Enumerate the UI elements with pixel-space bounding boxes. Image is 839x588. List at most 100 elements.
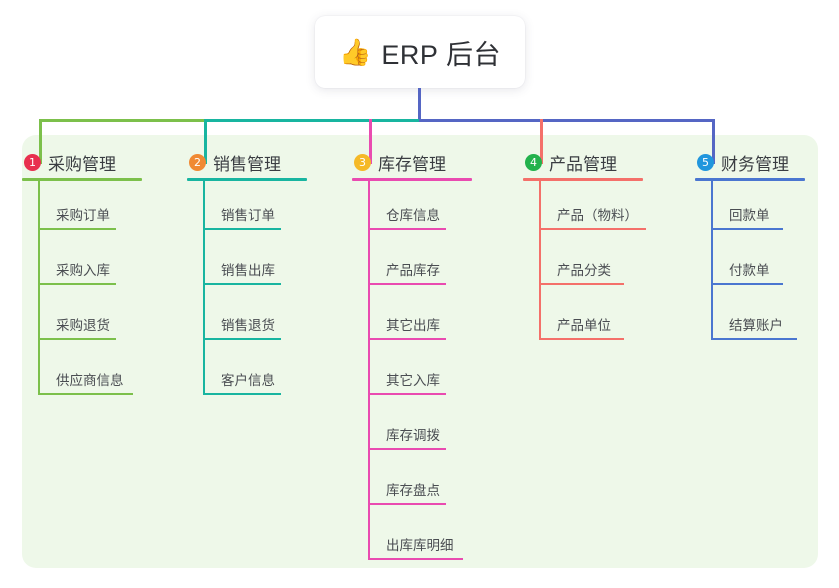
column-number-badge: 4 [525, 153, 542, 171]
column-spine [539, 181, 541, 340]
leaf-item-rule [38, 283, 116, 285]
leaf-item-rule [368, 503, 446, 505]
leaf-item-rule [368, 558, 463, 560]
leaf-item-label: 产品（物料） [557, 208, 638, 223]
leaf-item-label: 采购退货 [56, 318, 110, 333]
leaf-item[interactable]: 销售退货 [203, 306, 281, 340]
column-header-rule [22, 178, 142, 181]
leaf-item[interactable]: 仓库信息 [368, 196, 446, 230]
column-1: 1 采购管理采购订单采购入库采购退货供应商信息 [22, 147, 142, 395]
column-header-rule [352, 178, 472, 181]
leaf-item[interactable]: 产品（物料） [539, 196, 646, 230]
root-node[interactable]: 👍 ERP 后台 [315, 16, 525, 88]
root-stem-connector [417, 88, 421, 122]
column-5: 5 财务管理回款单付款单结算账户 [695, 147, 805, 340]
leaf-item-label: 库存调拨 [386, 428, 440, 443]
root-node-title: ERP 后台 [381, 39, 501, 70]
leaf-item[interactable]: 销售出库 [203, 251, 281, 285]
leaf-item[interactable]: 销售订单 [203, 196, 281, 230]
column-header-3[interactable]: 3 库存管理 [352, 147, 446, 177]
column-drop-connector-2 [203, 119, 207, 164]
leaf-item-rule [368, 393, 446, 395]
connector-bar-segment-1 [38, 119, 205, 122]
column-header-1[interactable]: 1 采购管理 [22, 147, 116, 177]
leaf-item-rule [539, 228, 646, 230]
leaf-item-label: 客户信息 [221, 373, 275, 388]
column-number-badge: 3 [354, 153, 371, 171]
column-drop-connector-1 [38, 119, 42, 164]
leaf-item-rule [203, 338, 281, 340]
leaf-item-label: 其它出库 [386, 318, 440, 333]
connector-bar-segment-3 [419, 119, 715, 122]
leaf-item[interactable]: 采购退货 [38, 306, 116, 340]
leaf-item-rule [368, 448, 446, 450]
leaf-item[interactable]: 结算账户 [711, 306, 797, 340]
leaf-item-rule [203, 228, 281, 230]
leaf-item-label: 销售出库 [221, 263, 275, 278]
content-panel [22, 135, 818, 568]
leaf-item-label: 产品库存 [386, 263, 440, 278]
leaf-item[interactable]: 客户信息 [203, 361, 281, 395]
leaf-item[interactable]: 采购订单 [38, 196, 116, 230]
column-header-rule [187, 178, 307, 181]
leaf-item[interactable]: 库存盘点 [368, 471, 446, 505]
leaf-item[interactable]: 付款单 [711, 251, 783, 285]
leaf-item[interactable]: 产品库存 [368, 251, 446, 285]
column-title: 采购管理 [48, 154, 116, 174]
leaf-item-label: 其它入库 [386, 373, 440, 388]
column-header-rule [523, 178, 643, 181]
column-spine [711, 181, 713, 340]
leaf-item-label: 产品单位 [557, 318, 611, 333]
leaf-item-rule [711, 228, 783, 230]
leaf-item-rule [368, 283, 446, 285]
column-number-badge: 1 [24, 153, 41, 171]
leaf-item-label: 产品分类 [557, 263, 611, 278]
column-number-badge: 5 [697, 153, 714, 171]
leaf-item[interactable]: 产品单位 [539, 306, 624, 340]
thumbs-up-icon: 👍 [339, 37, 372, 67]
leaf-item-rule [539, 283, 624, 285]
leaf-item[interactable]: 库存调拨 [368, 416, 446, 450]
leaf-item-label: 仓库信息 [386, 208, 440, 223]
column-title: 财务管理 [721, 154, 789, 174]
column-spine [38, 181, 40, 395]
leaf-item-label: 付款单 [729, 263, 770, 278]
leaf-item-rule [711, 338, 797, 340]
column-spine [368, 181, 370, 560]
leaf-item[interactable]: 回款单 [711, 196, 783, 230]
leaf-item-label: 采购订单 [56, 208, 110, 223]
column-3: 3 库存管理仓库信息产品库存其它出库其它入库库存调拨库存盘点出库库明细 [352, 147, 472, 560]
leaf-item-rule [711, 283, 783, 285]
column-number-badge: 2 [189, 153, 206, 171]
column-title: 库存管理 [378, 154, 446, 174]
leaf-item[interactable]: 供应商信息 [38, 361, 133, 395]
leaf-item-rule [539, 338, 624, 340]
leaf-item-label: 出库库明细 [386, 538, 454, 553]
leaf-item-rule [38, 228, 116, 230]
leaf-item-rule [203, 393, 281, 395]
leaf-item-label: 采购入库 [56, 263, 110, 278]
column-drop-connector-3 [368, 119, 372, 164]
leaf-item-rule [368, 228, 446, 230]
column-header-rule [695, 178, 805, 181]
leaf-item-rule [38, 338, 116, 340]
leaf-item-label: 销售退货 [221, 318, 275, 333]
leaf-item-rule [368, 338, 446, 340]
leaf-item[interactable]: 产品分类 [539, 251, 624, 285]
column-drop-connector-4 [539, 119, 543, 164]
leaf-item[interactable]: 出库库明细 [368, 526, 463, 560]
leaf-item-rule [38, 393, 133, 395]
column-header-5[interactable]: 5 财务管理 [695, 147, 789, 177]
leaf-item[interactable]: 采购入库 [38, 251, 116, 285]
leaf-item-label: 结算账户 [729, 318, 783, 333]
leaf-item-label: 库存盘点 [386, 483, 440, 498]
leaf-item[interactable]: 其它入库 [368, 361, 446, 395]
leaf-item-label: 供应商信息 [56, 373, 124, 388]
leaf-item-rule [203, 283, 281, 285]
leaf-item[interactable]: 其它出库 [368, 306, 446, 340]
